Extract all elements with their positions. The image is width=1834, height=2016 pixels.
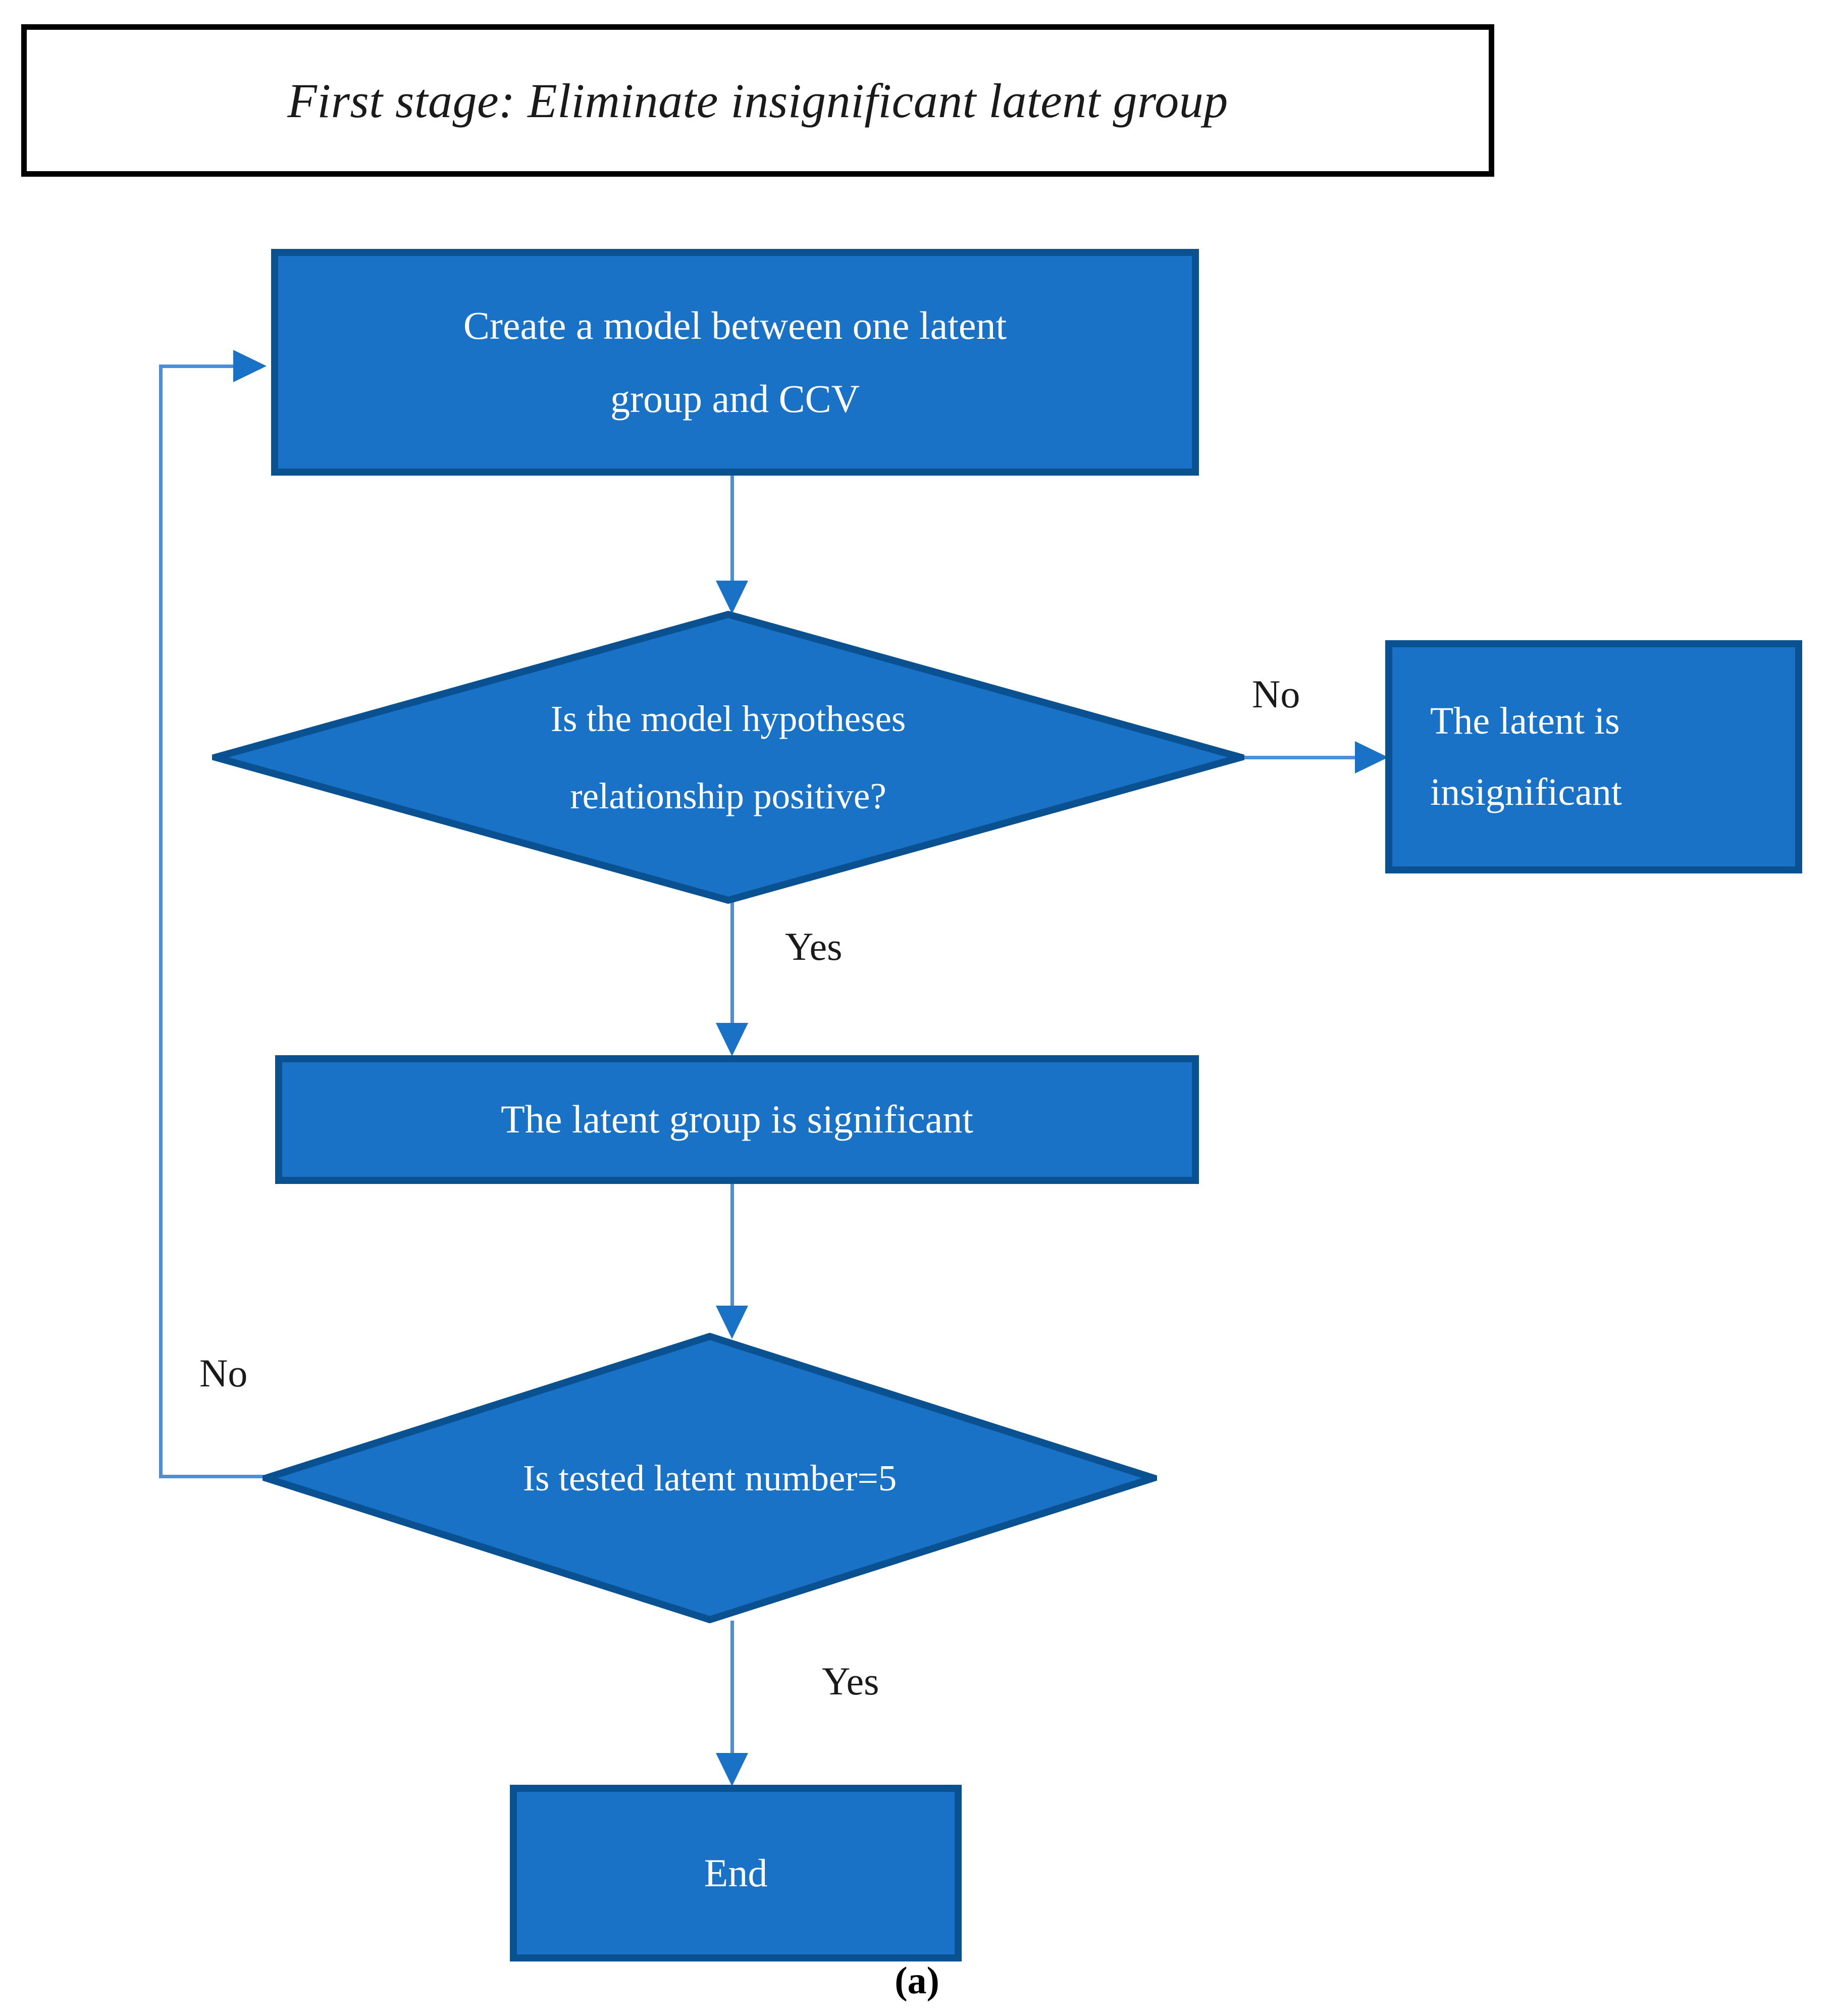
node-end[interactable]: End [510, 1785, 962, 1961]
connector-significant-to-count [730, 1184, 734, 1310]
arrowhead-hypothesis-no [1355, 741, 1388, 773]
node-latent-insignificant-line1: The latent is [1430, 700, 1620, 743]
node-create-model-line2: group and CCV [610, 376, 860, 421]
arrowhead-count-yes [716, 1753, 748, 1786]
node-hypothesis-decision[interactable]: Is the model hypotheses relationship pos… [212, 611, 1244, 904]
node-latent-insignificant-line2: insignificant [1430, 771, 1622, 813]
node-end-line1: End [704, 1850, 768, 1895]
arrowhead-create-to-hypothesis [716, 581, 748, 614]
stage-title-text: First stage: Eliminate insignificant lat… [287, 73, 1228, 128]
arrowhead-significant-to-count [716, 1306, 748, 1339]
diamond-shape-count [263, 1333, 1157, 1623]
node-create-model-line1: Create a model between one latent [463, 303, 1007, 348]
edge-label-count-no: No [199, 1351, 248, 1395]
arrowhead-count-no-to-create [233, 350, 267, 382]
node-create-model[interactable]: Create a model between one latent group … [271, 249, 1199, 476]
connector-hypothesis-no [1242, 756, 1363, 759]
connector-count-no-horizontal-bottom [159, 1475, 266, 1478]
edge-label-hypothesis-no: No [1252, 672, 1300, 716]
node-latent-insignificant[interactable]: The latent is insignificant [1385, 640, 1802, 873]
connector-create-to-hypothesis [730, 476, 734, 584]
diamond-shape-hypothesis [212, 611, 1244, 904]
connector-count-no-horizontal-top [159, 365, 237, 368]
edge-label-hypothesis-yes: Yes [785, 924, 843, 968]
stage-title-banner: First stage: Eliminate insignificant lat… [21, 24, 1494, 177]
arrowhead-hypothesis-yes [716, 1023, 748, 1056]
node-count-decision[interactable]: Is tested latent number=5 [263, 1333, 1157, 1623]
node-latent-significant-line1: The latent group is significant [501, 1097, 973, 1142]
figure-caption: (a) [895, 1959, 939, 2002]
connector-hypothesis-yes [730, 902, 734, 1025]
connector-count-yes [730, 1621, 734, 1757]
node-latent-significant[interactable]: The latent group is significant [275, 1055, 1199, 1184]
connector-count-no-vertical [159, 365, 163, 1477]
edge-label-count-yes: Yes [822, 1659, 879, 1703]
